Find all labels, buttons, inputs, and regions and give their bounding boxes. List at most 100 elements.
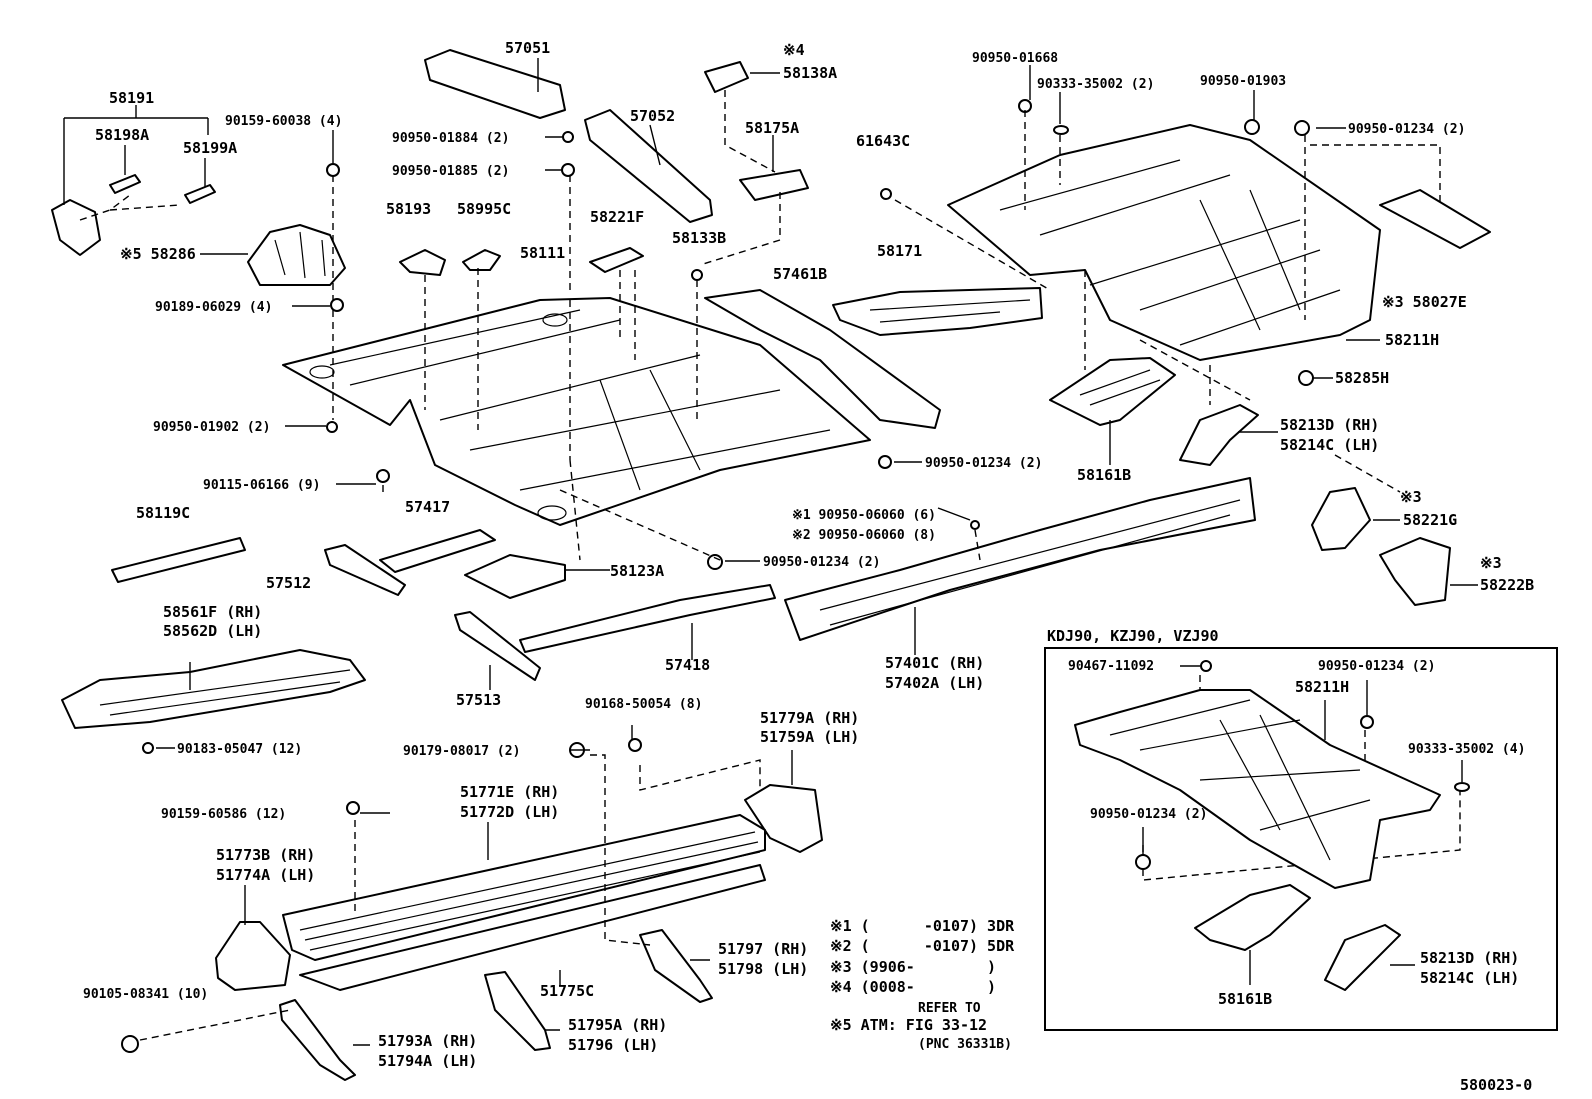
note-5-line2: ※5 ATM: FIG 33-12 [830, 1016, 987, 1034]
part-51775C [299, 864, 766, 991]
figure-id: 580023-0 [1460, 1076, 1532, 1094]
part-57461B [704, 289, 941, 429]
plug-90333-35002 [1053, 125, 1069, 135]
label-58213D: 58213D (RH) [1280, 416, 1379, 434]
label-note3-a: ※3 [1400, 488, 1422, 506]
label-58193: 58193 [386, 200, 431, 218]
label-51775C: 51775C [540, 982, 594, 1000]
part-58161B [1049, 357, 1176, 426]
label-51773B: 51773B (RH) [216, 846, 315, 864]
label-58214C: 58214C (LH) [1280, 436, 1379, 454]
label-58133B: 58133B [672, 229, 726, 247]
plug-61643C [880, 188, 892, 200]
label-90179-08017: 90179-08017 (2) [403, 744, 520, 759]
part-58027E [1379, 189, 1491, 249]
note-5-line1: REFER TO [918, 1001, 981, 1016]
inset-label-58214C: 58214C (LH) [1420, 969, 1519, 987]
label-90950-01668: 90950-01668 [972, 51, 1058, 66]
label-58285H: 58285H [1335, 369, 1389, 387]
label-90115-06166: 90115-06166 (9) [203, 478, 320, 493]
label-58171: 58171 [877, 242, 922, 260]
label-58138A: 58138A [783, 64, 837, 82]
bolt-90115-06166 [376, 469, 390, 483]
plug-58285H [1298, 370, 1314, 386]
label-51779A: 51779A (RH) [760, 709, 859, 727]
part-58222B [1379, 537, 1451, 606]
note-4: ※4 (0008- ) [830, 978, 996, 996]
inset-label-58213D: 58213D (RH) [1420, 949, 1519, 967]
label-51794A: 51794A (LH) [378, 1052, 477, 1070]
label-58995C: 58995C [457, 200, 511, 218]
part-51773B [215, 921, 291, 991]
label-58175A: 58175A [745, 119, 799, 137]
label-57051: 57051 [505, 39, 550, 57]
label-51774A: 51774A (LH) [216, 866, 315, 884]
plug-90950-01903 [1244, 119, 1260, 135]
label-57417: 57417 [405, 498, 450, 516]
label-58111: 58111 [520, 244, 565, 262]
label-51772D: 51772D (LH) [460, 803, 559, 821]
label-57052: 57052 [630, 107, 675, 125]
label-58286: ※5 58286 [120, 245, 196, 263]
plug-90950-01234-a [1294, 120, 1310, 136]
label-58221F: 58221F [590, 208, 644, 226]
label-57512: 57512 [266, 574, 311, 592]
bolt-90950-06060 [970, 520, 980, 530]
part-58221F [589, 247, 644, 273]
label-58123A: 58123A [610, 562, 664, 580]
label-note2-bolt: ※2 90950-06060 (8) [792, 528, 936, 543]
part-58221G [1311, 487, 1371, 551]
plug-90950-01902 [326, 421, 338, 433]
part-57401C-rocker [784, 477, 1256, 641]
label-58027E: ※3 58027E [1382, 293, 1467, 311]
label-51771E: 51771E (RH) [460, 783, 559, 801]
label-note4-mark: ※4 [783, 41, 805, 59]
inset-label-58161B: 58161B [1218, 990, 1272, 1008]
part-58123A [464, 554, 566, 599]
part-58193 [399, 249, 446, 276]
bolt-90159-60586 [346, 801, 360, 815]
note-1: ※1 ( -0107) 3DR [830, 917, 1015, 935]
label-58561F: 58561F (RH) [163, 603, 262, 621]
part-51779A [744, 784, 823, 853]
label-90168-50054: 90168-50054 (8) [585, 697, 702, 712]
label-58161B: 58161B [1077, 466, 1131, 484]
part-51771E-step [282, 814, 766, 961]
label-58198A: 58198A [95, 126, 149, 144]
label-57461B: 57461B [773, 265, 827, 283]
label-51795A: 51795A (RH) [568, 1016, 667, 1034]
inset-bolt-90467-11092 [1200, 660, 1212, 672]
label-90950-01884: 90950-01884 (2) [392, 131, 509, 146]
label-58119C: 58119C [136, 504, 190, 522]
label-58221G: 58221G [1403, 511, 1457, 529]
part-58198A-clip [109, 174, 141, 194]
part-51797 [639, 929, 713, 1003]
part-57513 [454, 611, 541, 681]
label-57402A: 57402A (LH) [885, 674, 984, 692]
label-51796: 51796 (LH) [568, 1036, 658, 1054]
inset-title: KDJ90, KZJ90, VZJ90 [1047, 627, 1219, 645]
plug-90950-01885 [561, 163, 575, 177]
bolt-90168-50054 [628, 738, 642, 752]
part-57417 [379, 529, 496, 573]
label-90950-01234-a: 90950-01234 (2) [1348, 122, 1465, 137]
label-90950-01885: 90950-01885 (2) [392, 164, 509, 179]
label-58199A: 58199A [183, 139, 237, 157]
label-58211H: 58211H [1385, 331, 1439, 349]
part-58171 [832, 287, 1043, 336]
note-2: ※2 ( -0107) 5DR [830, 937, 1015, 955]
label-58222B: 58222B [1480, 576, 1534, 594]
inset-label-90950-01234-top: 90950-01234 (2) [1318, 659, 1435, 674]
part-57418 [519, 584, 776, 653]
part-58111-floor-pan [282, 297, 871, 526]
label-90333-35002: 90333-35002 (2) [1037, 77, 1154, 92]
label-57418: 57418 [665, 656, 710, 674]
label-58191: 58191 [109, 89, 154, 107]
inset-plug-90333-35002 [1454, 782, 1470, 792]
label-90189-06029: 90189-06029 (4) [155, 300, 272, 315]
part-57051 [424, 49, 566, 119]
label-90950-01903: 90950-01903 [1200, 74, 1286, 89]
bolt-90105-08341 [121, 1035, 139, 1053]
part-58175A [739, 169, 809, 201]
plug-90950-01234-c [707, 554, 723, 570]
